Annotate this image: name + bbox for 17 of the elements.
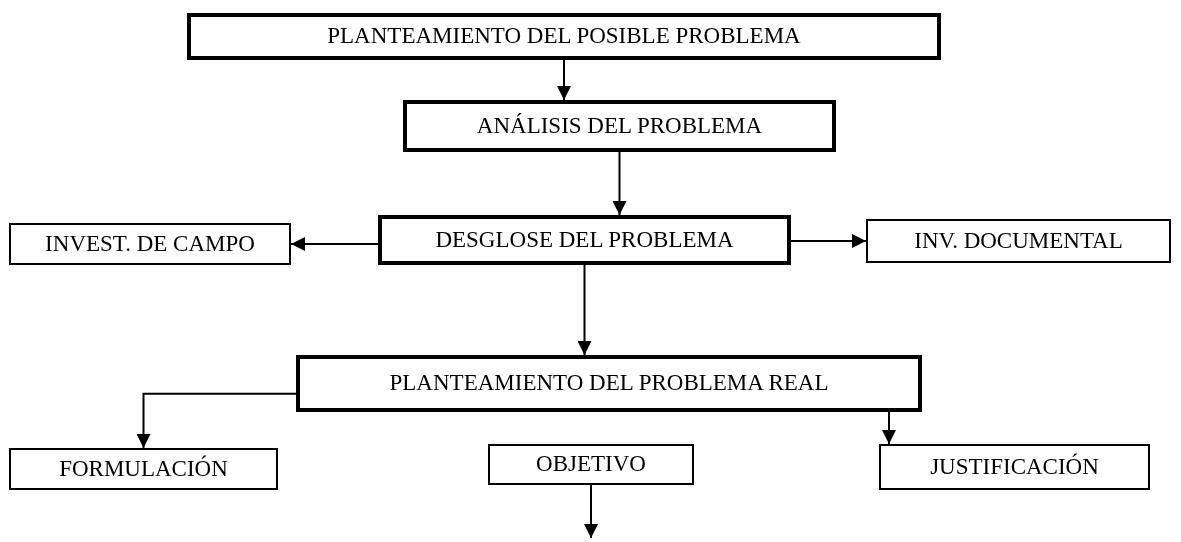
process-box: INVEST. DE CAMPO [9,223,291,265]
process-box: PLANTEAMIENTO DEL PROBLEMA REAL [296,355,922,412]
arrow [577,264,592,356]
process-box: INV. DOCUMENTAL [866,219,1171,263]
process-box: JUSTIFICACIÓN [879,444,1150,490]
process-box: OBJETIVO [488,444,694,485]
process-box: DESGLOSE DEL PROBLEMA [378,215,791,265]
arrow [882,411,896,445]
arrow [290,237,379,251]
arrow [584,484,598,539]
process-box: FORMULACIÓN [9,448,278,490]
arrow [790,234,867,248]
arrow [557,59,571,101]
arrow [136,392,297,449]
process-box: PLANTEAMIENTO DEL POSIBLE PROBLEMA [187,13,941,60]
process-box: ANÁLISIS DEL PROBLEMA [403,100,836,152]
arrow [612,151,627,216]
